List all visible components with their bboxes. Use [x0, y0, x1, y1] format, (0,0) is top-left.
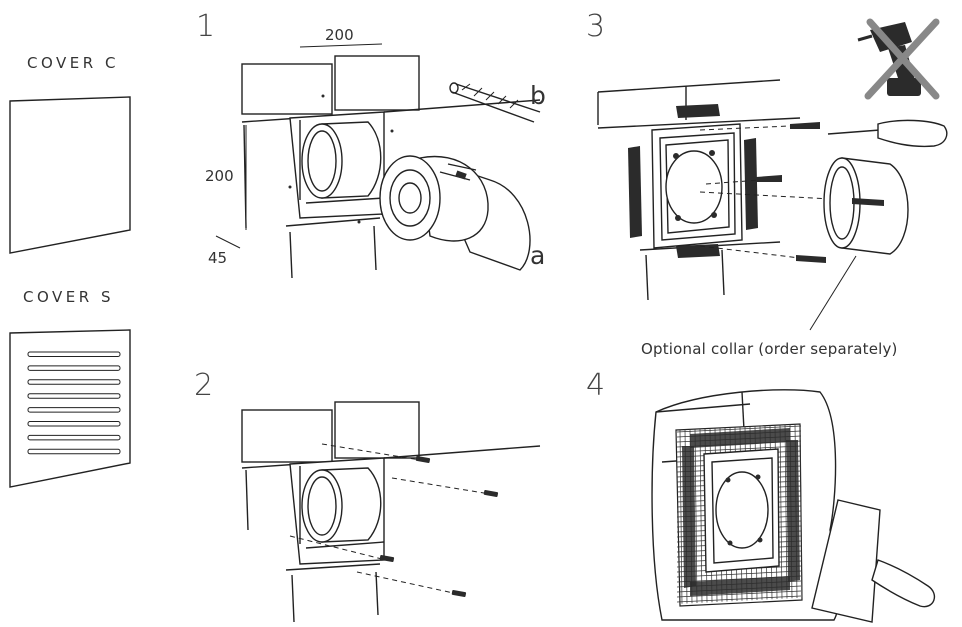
grille-slat [27, 351, 121, 357]
dimension-height-label: 200 [205, 167, 234, 185]
callout-a: a [530, 241, 545, 270]
cover-c-label: COVER C [27, 54, 119, 72]
cover-s-label: COVER S [23, 288, 114, 306]
step-3-number: 3 [586, 9, 605, 44]
no-drill-icon [857, 18, 940, 100]
dimension-width-label: 200 [325, 26, 354, 44]
step-2-wall-plugs [289, 443, 499, 598]
grille-slat [27, 421, 121, 427]
grille-slat [27, 393, 121, 399]
step-3-mounting-frame [628, 104, 758, 258]
step-3-screws [699, 122, 826, 263]
dimension-width-line [299, 43, 383, 48]
step-2-duct-pipe [301, 467, 382, 543]
step-1-duct-pipe [301, 121, 382, 199]
step-1-drill-bit [449, 82, 541, 123]
grille-slat [27, 379, 121, 385]
step-4-number: 4 [586, 368, 605, 403]
grille-slat [27, 434, 121, 441]
grille-slat [27, 407, 121, 413]
step-2-brick-wall [241, 401, 541, 623]
optional-collar [699, 157, 909, 255]
step-4-frame [703, 448, 780, 573]
screwdriver-icon [827, 119, 948, 148]
step-1-number: 1 [196, 9, 215, 44]
putty-knife-icon [811, 499, 936, 623]
callout-b: b [530, 81, 546, 110]
dimension-depth-label: 45 [208, 249, 227, 267]
dimension-depth-line [215, 235, 241, 249]
grille-slat [27, 365, 121, 371]
step-1-core-drill [379, 155, 531, 271]
cover-s-grille [9, 329, 131, 488]
cover-c-panel [9, 96, 131, 254]
collar-leader-line [809, 255, 857, 331]
grille-slat [27, 448, 121, 455]
step-2-number: 2 [194, 368, 213, 403]
optional-collar-caption: Optional collar (order separately) [641, 340, 898, 358]
